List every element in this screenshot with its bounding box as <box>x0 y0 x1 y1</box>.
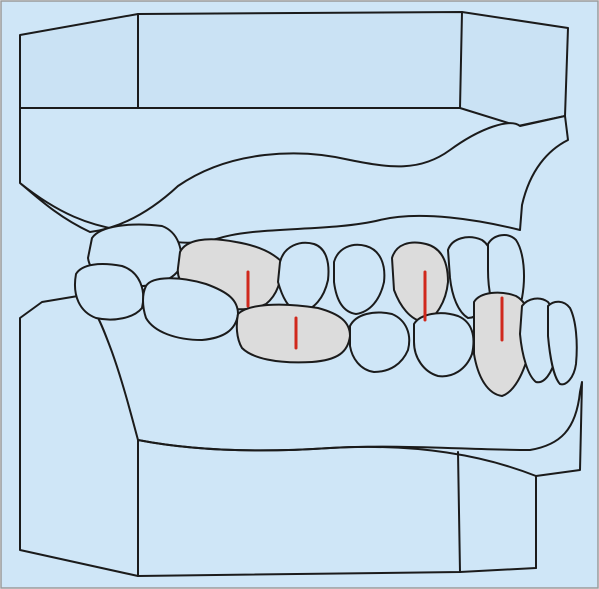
upper-molar-2 <box>75 264 143 319</box>
lower-premolar-2 <box>414 313 473 376</box>
lower-premolar-1 <box>350 313 409 373</box>
lower-molar-marked <box>237 305 350 363</box>
upper-base-top-face <box>20 12 568 126</box>
